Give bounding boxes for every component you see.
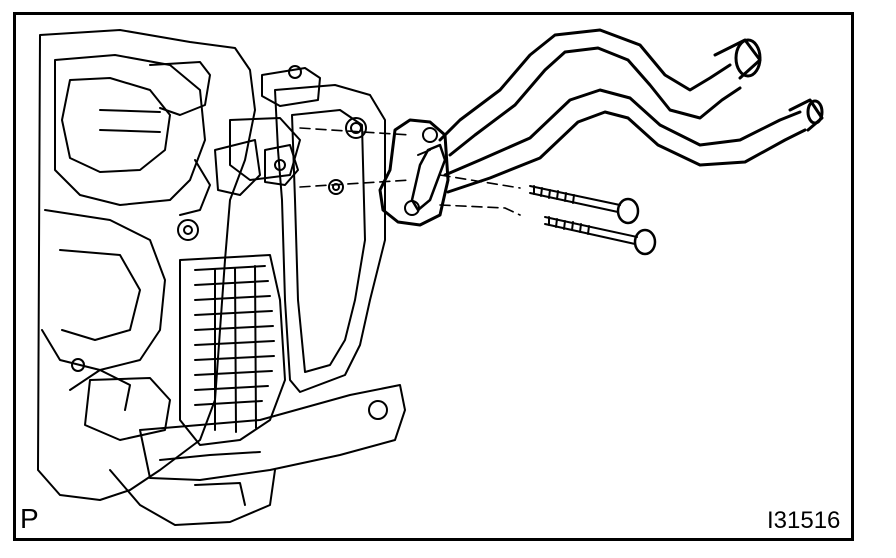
mounting-plate	[214, 65, 386, 393]
pipe-flange	[378, 118, 450, 227]
engine-block	[37, 29, 301, 501]
bolts	[529, 185, 657, 256]
figure-frame	[13, 12, 854, 541]
figure-id-label: I31516	[767, 507, 841, 534]
corner-letter: P	[20, 503, 39, 534]
radiator-grille	[179, 254, 286, 446]
coolant-pipes	[410, 28, 824, 212]
lower-bracket	[109, 384, 406, 526]
